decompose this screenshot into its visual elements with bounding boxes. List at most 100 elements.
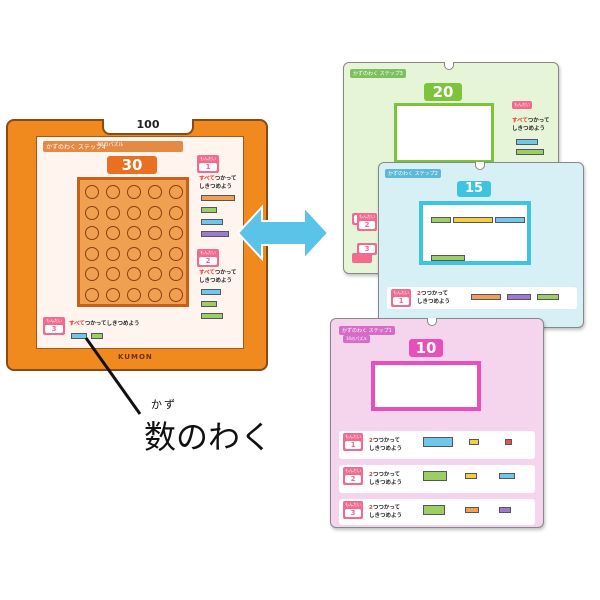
text-line2: しきつめよう <box>417 299 451 305</box>
step4-sheet: かずのわく ステップ4 30のパズル 30 もんだい 1 すべてつかって しきつ… <box>36 136 244 349</box>
peg-hole <box>106 226 120 240</box>
piece-mini <box>499 507 511 513</box>
card-notch <box>427 318 437 326</box>
peg-hole <box>169 287 183 302</box>
peg-hole <box>127 287 141 302</box>
problem-badge-1: もんだい 1 <box>343 433 363 451</box>
badge-label: もんだい <box>200 250 216 255</box>
peg-hole <box>106 267 120 281</box>
piece-mini <box>495 217 525 223</box>
peg-hole <box>85 185 99 199</box>
piece-mini <box>499 473 515 479</box>
step-title: かずのわく ステップ1 <box>339 326 395 335</box>
badge-number: 2 <box>199 257 217 265</box>
text-line2: しきつめよう <box>199 184 233 190</box>
piece-mini <box>453 217 493 223</box>
piece-mini <box>201 301 217 307</box>
piece-mini <box>505 439 512 445</box>
badge-label: もんだい <box>345 468 361 473</box>
text: つかって <box>214 270 237 276</box>
peg-hole <box>127 185 141 199</box>
peg-hole <box>169 246 183 261</box>
problem-badge-2: もんだい 2 <box>343 467 363 485</box>
highlight-text: 2 <box>417 291 421 297</box>
step-title: かずのわく ステップ4 <box>43 141 183 152</box>
frame-number-30: 30 <box>107 156 157 174</box>
piece-mini <box>201 207 217 213</box>
peg-hole <box>85 226 99 240</box>
problem-text: 2つつかって しきつめよう <box>369 437 402 453</box>
step-title: かずのわく ステップ3 <box>350 69 406 78</box>
peg-hole <box>127 226 141 240</box>
text-line2: しきつめよう <box>199 278 233 284</box>
badge-label: もんだい <box>345 502 361 507</box>
problem-badge-3: もんだい 3 <box>343 501 363 519</box>
problem-text: 2つつかって しきつめよう <box>417 290 450 306</box>
board-tab: 100 <box>102 118 194 135</box>
piece-mini <box>469 439 479 445</box>
peg-hole <box>106 287 120 302</box>
peg-hole <box>148 246 162 261</box>
peg-hole <box>148 287 162 302</box>
peg-hole <box>148 185 162 199</box>
frame-number-15: 15 <box>457 181 491 197</box>
problem-text: すべてつかって しきつめよう <box>512 117 550 133</box>
text: つつかって <box>372 438 401 444</box>
badge-number: 2 <box>359 221 375 229</box>
highlight-text: 2 <box>369 472 373 478</box>
piece-mini <box>201 231 229 237</box>
peg-hole <box>169 205 183 220</box>
step-subtitle: 30のパズル <box>97 142 124 148</box>
peg-hole <box>148 226 162 240</box>
peg-hole <box>85 287 99 302</box>
problem-row: もんだい 1 2つつかって しきつめよう <box>387 287 577 309</box>
badge-label: もんだい <box>345 434 361 439</box>
frame-window <box>419 201 531 265</box>
problem-text-2: すべてつかって しきつめよう <box>199 269 237 285</box>
piece-mini <box>431 217 451 223</box>
problem-row-3: もんだい 3 2つつかって しきつめよう <box>339 499 535 525</box>
peg-hole <box>127 246 141 261</box>
text: つかって <box>527 118 550 124</box>
callout-label: 数のわく <box>144 418 273 456</box>
problem-row-1: もんだい 1 2つつかって しきつめよう <box>339 431 535 459</box>
badge-number: 3 <box>359 245 375 253</box>
text: つかってしきつめよう <box>84 321 140 327</box>
problem-badge: もんだい <box>512 101 532 109</box>
double-arrow-icon <box>238 204 328 262</box>
highlight-text: すべて <box>199 270 215 276</box>
card-notch <box>444 62 454 70</box>
problem-text: 2つつかって しきつめよう <box>369 504 402 520</box>
problem-text: 2つつかって しきつめよう <box>369 471 402 487</box>
problem-badge <box>352 253 372 263</box>
piece-mini <box>91 333 103 339</box>
step-title: かずのわく ステップ2 <box>385 169 441 178</box>
highlight-text: すべて <box>512 118 528 124</box>
text-line2: しきつめよう <box>512 126 546 132</box>
badge-number: 3 <box>345 509 361 517</box>
problem-badge-3: もんだい 3 <box>43 317 65 335</box>
text: つかって <box>214 176 237 182</box>
piece-mini <box>507 294 531 300</box>
piece-mini <box>201 195 235 201</box>
peg-frame <box>77 177 189 307</box>
piece-mini <box>431 255 465 261</box>
frame-window <box>371 361 481 411</box>
text-line2: しきつめよう <box>369 446 403 452</box>
board-top-number: 100 <box>136 118 160 131</box>
piece-mini <box>201 313 223 319</box>
piece-mini <box>201 289 221 295</box>
peg-hole <box>106 246 120 261</box>
piece-mini <box>423 471 447 481</box>
frame-number-20: 20 <box>424 83 462 101</box>
card-notch <box>475 162 485 170</box>
peg-hole <box>85 205 99 220</box>
piece-mini <box>537 294 559 300</box>
peg-hole <box>85 246 99 261</box>
peg-hole <box>169 185 183 199</box>
card-step1: かずのわく ステップ1 10のパズル 10 もんだい 1 2つつかって しきつめ… <box>330 318 544 528</box>
badge-label: もんだい <box>393 290 409 295</box>
piece-mini <box>423 437 453 447</box>
frame-window <box>394 103 494 163</box>
kumon-logo: KUMON <box>118 353 153 361</box>
